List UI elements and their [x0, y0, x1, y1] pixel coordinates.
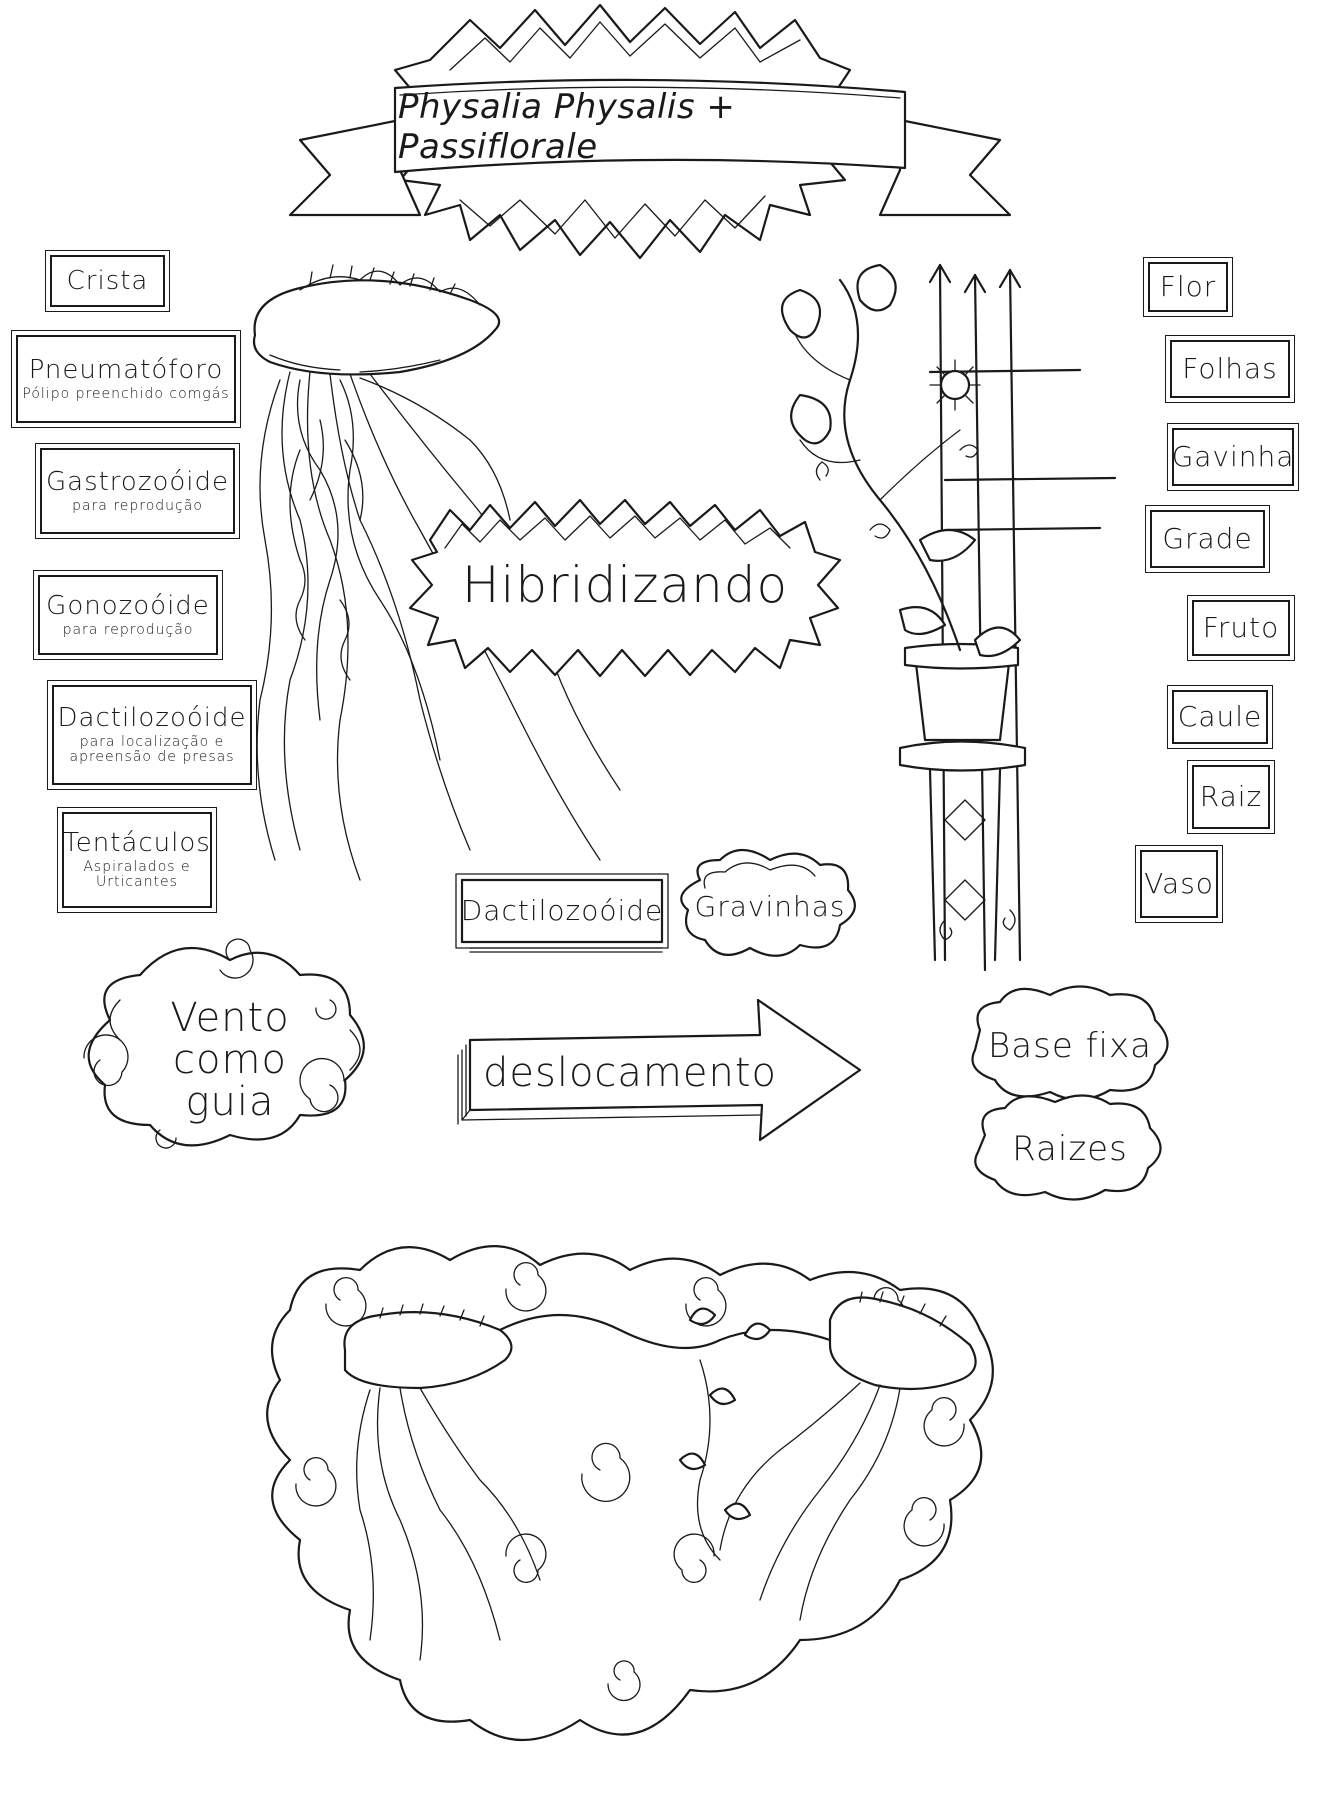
vento-cloud-frame: [83, 938, 365, 1149]
hybrid-illustration: [266, 1245, 994, 1742]
label-gavinha: Gavinha: [1167, 423, 1299, 491]
dactilozoide-box-frame: [455, 873, 669, 953]
label-fruto-text: Fruto: [1202, 610, 1280, 644]
label-vaso: Vaso: [1135, 845, 1223, 923]
label-pneumatoforo-text: Pneumatóforo: [28, 355, 224, 385]
label-raiz-text: Raiz: [1199, 779, 1263, 813]
label-pneumatoforo: Pneumatóforo Pólipo preenchido comgás: [11, 330, 241, 428]
vento-line-2: guia: [185, 1079, 275, 1125]
label-folhas-text: Folhas: [1182, 351, 1278, 385]
label-gavinha-text: Gavinha: [1171, 439, 1295, 473]
label-gonozooide-sub: para reprodução: [62, 621, 194, 638]
vento-line-1: Vento como: [170, 995, 290, 1083]
label-flor: Flor: [1143, 257, 1233, 317]
base-fixa-label: Base fixa: [988, 1026, 1152, 1067]
label-crista-text: Crista: [66, 265, 149, 296]
label-tentaculos: Tentáculos Aspiralados e Urticantes: [57, 807, 217, 913]
label-gonozooide-text: Gonozoóide: [46, 591, 210, 621]
label-tentaculos-sub: Aspiralados e Urticantes: [83, 858, 191, 891]
label-grade-text: Grade: [1162, 521, 1253, 555]
label-raiz: Raiz: [1187, 760, 1275, 834]
label-dactilozoide-middle: Dactilozoóide: [460, 894, 664, 928]
label-grade: Grade: [1145, 505, 1270, 573]
vento-cloud: Vento como guia: [120, 997, 340, 1123]
label-folhas: Folhas: [1165, 335, 1295, 403]
deslocamento-label: deslocamento: [483, 1050, 778, 1096]
right-clouds-frame: [971, 985, 1169, 1201]
label-gastrozooide: Gastrozoóide para reprodução: [35, 443, 240, 539]
raizes-label: Raizes: [1012, 1129, 1128, 1170]
hibridizando-label: Hibridizando: [461, 556, 789, 614]
label-gravinhas: Gravinhas: [694, 890, 846, 924]
label-dactilozooide: Dactilozoóide para localização e apreens…: [47, 680, 257, 790]
label-dactilozooide-sub: para localização e apreensão de presas: [69, 733, 235, 766]
label-vaso-text: Vaso: [1144, 866, 1214, 900]
label-caule: Caule: [1167, 685, 1273, 749]
label-tentaculos-text: Tentáculos: [63, 828, 211, 859]
label-crista: Crista: [45, 250, 170, 312]
label-gonozooide: Gonozoóide para reprodução: [33, 570, 223, 660]
hibridizando-burst: [408, 498, 842, 678]
passiflora-illustration: [780, 263, 1117, 972]
label-dactilozooide-text: Dactilozoóide: [57, 703, 247, 734]
deslocamento-arrow-frame: [457, 998, 862, 1142]
label-gastrozooide-text: Gastrozoóide: [45, 467, 230, 497]
physalia-illustration: [252, 264, 621, 881]
label-gastrozooide-sub: para reprodução: [72, 497, 203, 514]
label-fruto: Fruto: [1187, 595, 1295, 661]
label-pneumatoforo-sub: Pólipo preenchido comgás: [22, 385, 230, 402]
page-title: Physalia Physalis + Passiflorale: [398, 87, 736, 167]
label-flor-text: Flor: [1159, 269, 1217, 303]
title-banner: [288, 3, 1012, 260]
gravinhas-cloud-frame: [680, 848, 856, 957]
label-caule-text: Caule: [1177, 699, 1263, 733]
